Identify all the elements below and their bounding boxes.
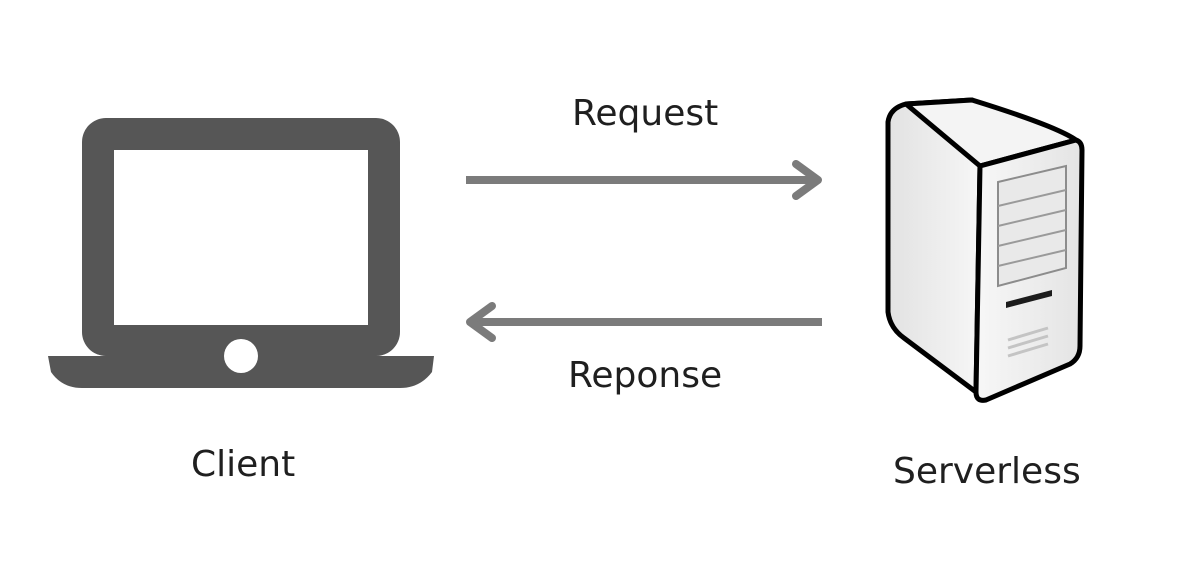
- server-drive-bay: [997, 164, 1067, 288]
- request-arrow: [466, 160, 822, 200]
- request-label: Request: [572, 93, 719, 134]
- laptop-icon: [48, 118, 434, 388]
- server-vent-line: [1007, 342, 1049, 358]
- server-vent-line: [1007, 326, 1049, 342]
- laptop-screen: [114, 150, 368, 325]
- server-vent-line: [1007, 334, 1049, 350]
- laptop-trackpad: [224, 339, 258, 373]
- server-disk-slot: [1006, 290, 1052, 308]
- request-arrow-head: [792, 160, 822, 200]
- drive-bay-divider: [997, 249, 1067, 267]
- response-label: Reponse: [568, 355, 723, 396]
- drive-bay-divider: [997, 209, 1067, 227]
- server-tower-icon: [885, 97, 1085, 403]
- client-label: Client: [191, 444, 296, 485]
- drive-bay-divider: [997, 189, 1067, 207]
- server-label: Serverless: [893, 451, 1081, 492]
- response-arrow: [466, 302, 822, 342]
- response-arrow-head: [466, 302, 496, 342]
- drive-bay-divider: [997, 229, 1067, 247]
